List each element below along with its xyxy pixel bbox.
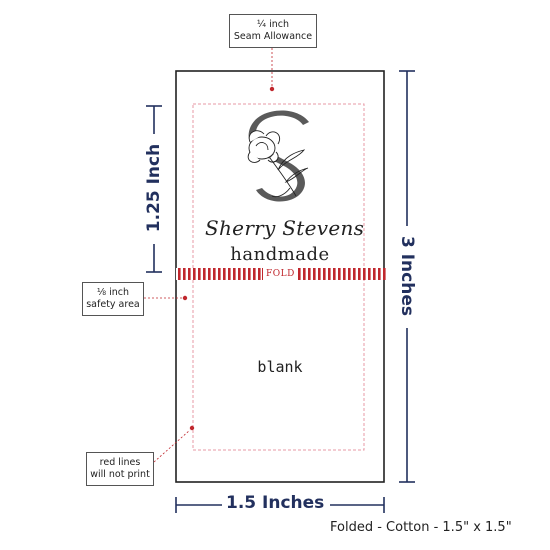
letter-s-flower-monogram-icon (247, 110, 309, 202)
fold-stripe (183, 268, 186, 280)
fold-stripe (313, 268, 316, 280)
fold-stripe (363, 268, 366, 280)
fold-stripe (193, 268, 196, 280)
fold-stripe (243, 268, 246, 280)
seam-allowance-callout: ¼ inch Seam Allowance (229, 14, 317, 48)
fold-stripe (353, 268, 356, 280)
fold-stripe (308, 268, 311, 280)
red-lines-line2: will not print (90, 469, 150, 480)
fold-stripe (213, 268, 216, 280)
product-spec-footer: Folded - Cotton - 1.5" x 1.5" (330, 520, 512, 535)
fold-stripe (233, 268, 236, 280)
red-lines-line1: red lines (99, 457, 141, 468)
redlines-leader-line (153, 429, 191, 463)
safety-leader-dot (182, 295, 188, 301)
fold-stripe (223, 268, 226, 280)
seam-allowance-size: ¼ inch (256, 19, 290, 30)
width-label: 1.5 Inches (222, 493, 329, 513)
fold-stripe (298, 268, 301, 280)
fold-stripe (253, 268, 256, 280)
brand-tagline: handmade (230, 244, 330, 265)
fold-stripe (383, 268, 386, 280)
brand-name: Sherry Stevens (205, 216, 365, 240)
fold-stripe (248, 268, 251, 280)
safety-area-label: safety area (86, 299, 140, 310)
fold-stripe (323, 268, 326, 280)
seam-allowance-label: Seam Allowance (233, 31, 313, 42)
fold-stripe (238, 268, 241, 280)
seam-leader-dot (269, 86, 275, 92)
width-dimension (175, 497, 385, 513)
fold-stripe (318, 268, 321, 280)
fold-stripe (328, 268, 331, 280)
fold-stripe (178, 268, 181, 280)
fold-label: FOLD (262, 268, 299, 280)
back-side-label: blank (257, 358, 303, 376)
safety-area-size: ⅛ inch (96, 287, 130, 298)
redlines-leader-dot (189, 425, 195, 431)
fold-stripe (228, 268, 231, 280)
fold-stripe (188, 268, 191, 280)
fold-stripe (343, 268, 346, 280)
fold-stripe (303, 268, 306, 280)
fold-height-label: 1.25 Inch (144, 143, 164, 233)
fold-stripe (333, 268, 336, 280)
fold-stripe (203, 268, 206, 280)
fold-stripe (358, 268, 361, 280)
fold-stripe (348, 268, 351, 280)
fold-stripe (218, 268, 221, 280)
total-height-dimension (399, 70, 415, 483)
fold-stripe (198, 268, 201, 280)
fold-height-dimension (146, 105, 162, 273)
fold-stripe (373, 268, 376, 280)
fold-stripe (258, 268, 261, 280)
red-lines-callout: red lines will not print (86, 452, 154, 486)
fold-stripe (208, 268, 211, 280)
fold-stripe (378, 268, 381, 280)
fold-stripe (368, 268, 371, 280)
safety-area-callout: ⅛ inch safety area (82, 282, 144, 316)
fold-stripe (338, 268, 341, 280)
total-height-label: 3 Inches (397, 235, 417, 316)
